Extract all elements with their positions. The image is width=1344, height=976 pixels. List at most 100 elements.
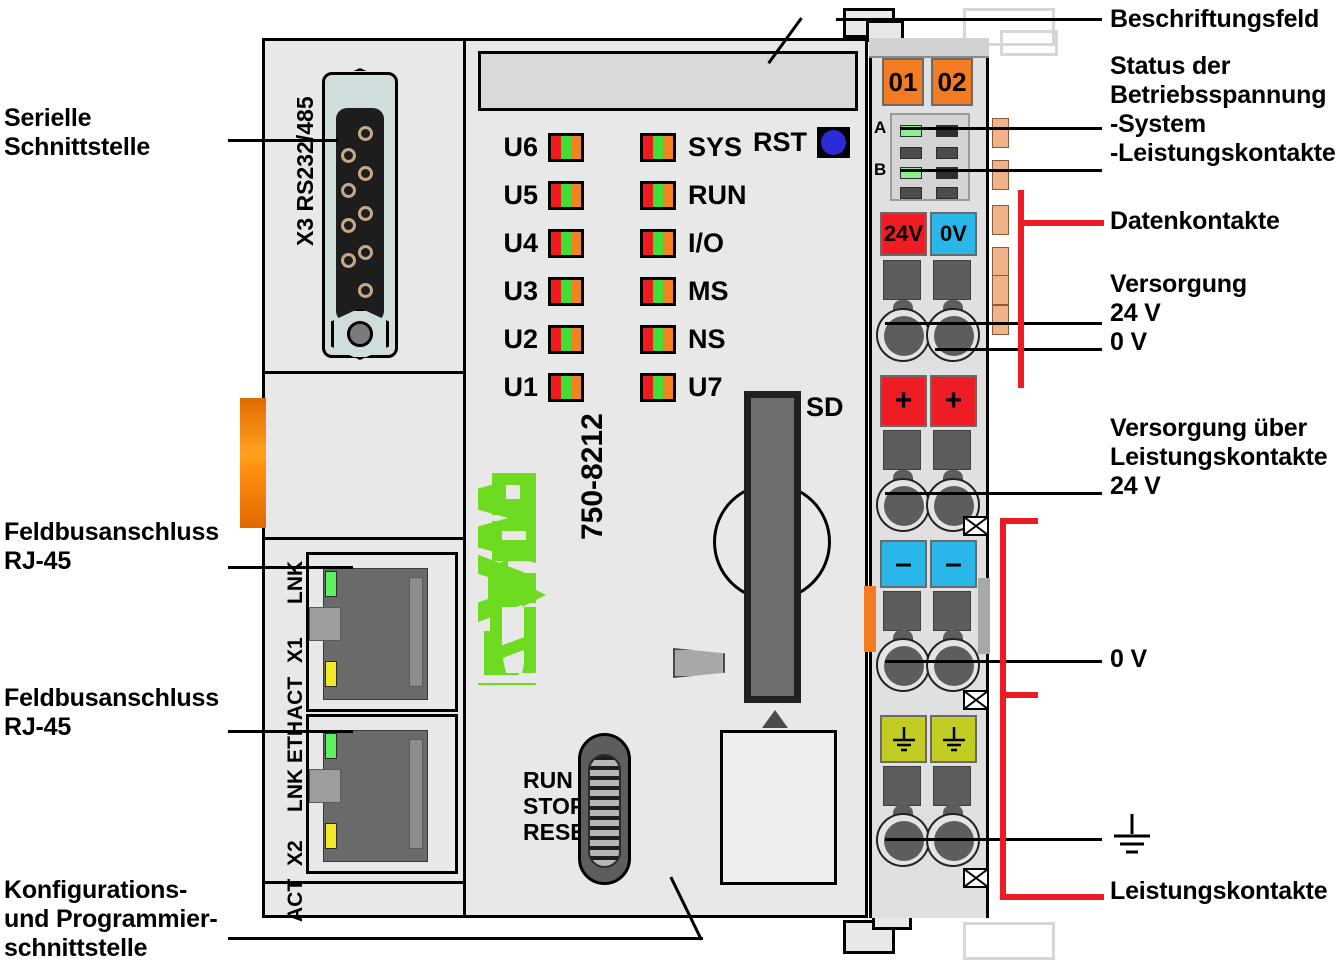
leader-erde	[885, 838, 1102, 841]
annotation-status-betriebsspannung: Status der Betriebsspannung -System -Lei…	[1110, 52, 1336, 167]
reset-button-group[interactable]: RST	[753, 127, 850, 158]
led-indicator-u5	[548, 180, 584, 210]
leader-konfig-h	[228, 937, 703, 940]
serial-port-label: X3 RS232/485	[292, 96, 318, 246]
led-label-run: RUN	[688, 179, 747, 210]
data-contact-tab	[992, 305, 1009, 335]
power-contact-bowtie-1	[963, 516, 989, 541]
rj45-port-2-link-led	[325, 733, 337, 759]
led-row: U5 RUN	[486, 175, 856, 215]
led-row: U3 MS	[486, 271, 856, 311]
terminal-contact-ground-1	[883, 766, 921, 806]
switch-label-stop: STOP	[523, 793, 586, 820]
rj45-port-1-frame[interactable]	[306, 552, 458, 712]
annotation-versorgung-leistungskontakte: Versorgung über Leistungskontakte 24 V	[1110, 414, 1328, 500]
leader-status-leistung	[900, 169, 1102, 172]
led-indicator-u6	[548, 132, 584, 162]
terminal-contact-24v	[883, 260, 921, 300]
rj45-port-1-act-label: ACT	[284, 676, 307, 720]
mode-switch-labels: RUN STOP RESET	[523, 767, 600, 846]
leader-versorgung-24v	[885, 322, 1102, 325]
sd-direction-triangle-icon	[762, 710, 788, 728]
annotation-datenkontakte: Datenkontakte	[1110, 207, 1280, 235]
terminal-contact-plus-2	[933, 430, 971, 470]
orange-release-tab[interactable]	[240, 398, 266, 528]
led-panel: U6 SYS U5 RUN U4 I/O U3	[486, 127, 856, 417]
switch-label-run: RUN	[523, 767, 573, 793]
rj45-port-2-slot	[409, 739, 423, 849]
leader-serial	[228, 139, 338, 142]
status-led-b-spare-2	[936, 187, 958, 199]
terminal-contact-ground-2	[933, 766, 971, 806]
data-contact-tab	[992, 275, 1009, 305]
annotation-serielle-schnittstelle: Serielle Schnittstelle	[4, 104, 151, 161]
terminal-contact-0v	[933, 260, 971, 300]
clamp-opening[interactable]	[876, 638, 930, 692]
annotation-feldbusanschluss-1: Feldbusanschluss RJ-45	[4, 518, 219, 575]
led-row: U6 SYS	[486, 127, 856, 167]
rail-ghost-top-right-2	[1000, 30, 1058, 56]
clamp-inner	[884, 646, 924, 686]
rj45-port-2-name-label: X2	[284, 840, 307, 866]
redline-leistungskontakte-h3	[1000, 894, 1104, 900]
clamp-pair-supply	[874, 300, 980, 362]
reset-button[interactable]	[817, 127, 850, 158]
rj45-port-2-act-led	[325, 823, 337, 849]
led-indicator-sys	[640, 132, 676, 162]
annotation-versorgung-24v: Versorgung 24 V 0 V	[1110, 270, 1247, 356]
led-row: U4 I/O	[486, 223, 856, 263]
data-contact-tab	[992, 247, 1009, 277]
mode-slide-switch[interactable]	[578, 733, 631, 885]
led-label-io: I/O	[688, 227, 725, 258]
led-indicator-ns	[640, 324, 676, 354]
rj45-port-2-act-label: ACT	[284, 878, 307, 922]
led-label-sys: SYS	[688, 131, 743, 162]
service-interface-port[interactable]	[720, 730, 837, 885]
housing-divider-3	[265, 881, 463, 884]
data-contact-tab	[992, 205, 1009, 235]
rj45-port-1-name-label: X1	[284, 637, 307, 663]
power-contact-bowtie-2	[963, 690, 989, 715]
led-indicator-u7	[640, 372, 676, 402]
wago-logo	[476, 455, 548, 729]
marking-label-strip[interactable]	[478, 51, 858, 111]
terminal-tag-plus-1: +	[880, 375, 927, 427]
sd-card-slot[interactable]	[744, 391, 801, 703]
annotation-erde-symbol	[1110, 812, 1154, 863]
led-indicator-ms	[640, 276, 676, 306]
dsub-pin	[358, 283, 373, 298]
led-label-ms: MS	[688, 275, 729, 306]
clamp-opening[interactable]	[876, 478, 930, 532]
marker-tag-02[interactable]: 02	[931, 58, 973, 106]
dsub-screw-bottom[interactable]	[347, 321, 373, 347]
rj45-port-1-latch	[309, 607, 341, 641]
dsub-pin	[358, 166, 373, 181]
led-indicator-u4	[548, 228, 584, 258]
leader-status-system	[900, 127, 1102, 130]
annotation-beschriftungsfeld: Beschriftungsfeld	[1110, 5, 1320, 33]
rail-ghost-bottom-right	[963, 922, 1055, 960]
dsub-pin	[358, 245, 373, 260]
led-label-ns: NS	[688, 323, 726, 354]
dsub-pin	[341, 148, 356, 163]
clamp-opening[interactable]	[926, 638, 980, 692]
terminal-tag-minus-2: –	[930, 540, 977, 588]
clamp-opening[interactable]	[876, 308, 930, 362]
led-label-u3: U3	[503, 275, 538, 306]
clamp-pair-minus	[874, 630, 980, 692]
mode-slide-switch-knob[interactable]	[588, 754, 621, 868]
dsub-pin	[341, 183, 356, 198]
rj45-port-2-frame[interactable]	[306, 714, 458, 874]
marker-tag-01[interactable]: 01	[882, 58, 924, 106]
terminal-top-cap	[869, 38, 989, 58]
ground-symbol-icon	[892, 727, 915, 752]
clamp-opening[interactable]	[926, 308, 980, 362]
terminal-tag-0v: 0V	[930, 212, 977, 256]
terminal-contact-minus-2	[933, 591, 971, 631]
model-number: 750-8212	[576, 413, 609, 540]
clamp-inner	[934, 821, 974, 861]
dsub-pin	[341, 218, 356, 233]
rj45-port-1-slot	[409, 577, 423, 687]
leader-feldbus-1	[228, 566, 353, 569]
